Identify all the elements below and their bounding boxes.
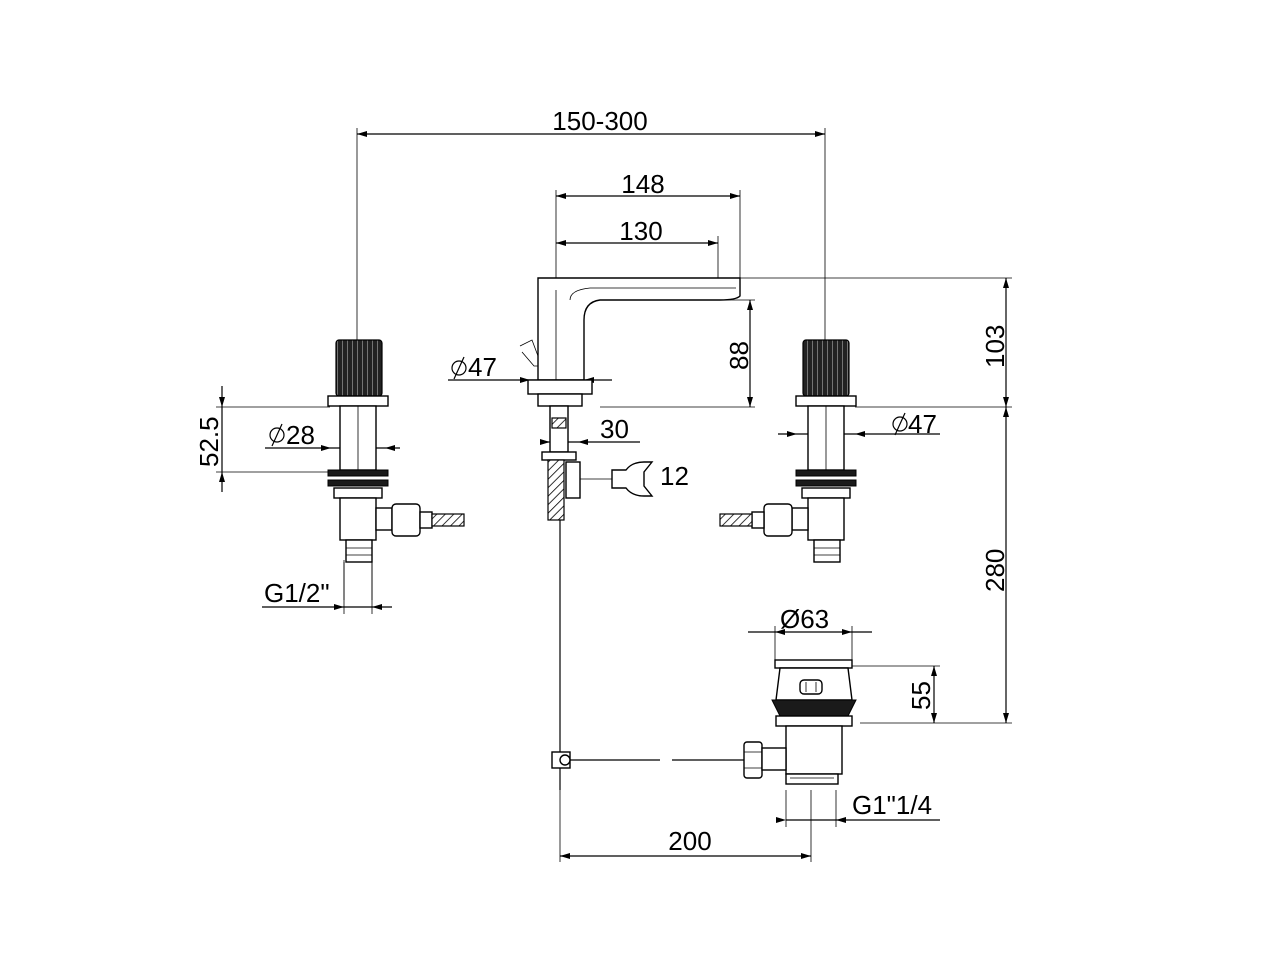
- label-spout-reach: 148: [621, 169, 664, 199]
- wrench-icon: [611, 461, 654, 497]
- label-waste-height: 55: [906, 681, 936, 710]
- label-shank-thread: G1/2": [264, 578, 330, 608]
- dimension-labels: 150-300 148 130 88 103 47 28 52.5 47 G1/…: [194, 106, 1010, 856]
- label-spread: 150-300: [552, 106, 647, 136]
- label-waste-diameter: Ø63: [780, 604, 829, 634]
- label-spout-reach-inner: 130: [619, 216, 662, 246]
- label-left-height: 52.5: [194, 416, 224, 467]
- label-wrench-size: 12: [660, 461, 689, 491]
- label-installation-depth: 280: [980, 549, 1010, 592]
- right-valve: [719, 339, 857, 563]
- label-spout-diameter: 47: [468, 352, 497, 382]
- label-waste-thread: G1"1/4: [852, 790, 932, 820]
- dimension-arrows: [219, 131, 1009, 859]
- label-right-diameter: 47: [908, 409, 937, 439]
- diameter-symbol: [269, 356, 908, 447]
- left-valve: [327, 339, 465, 600]
- spout-body: [519, 277, 748, 790]
- label-mounting-depth: 30: [600, 414, 629, 444]
- label-rod-distance: 200: [668, 826, 711, 856]
- waste-assembly: [743, 659, 857, 785]
- label-body-height: 103: [980, 325, 1010, 368]
- dimension-lines: [216, 128, 1012, 862]
- label-left-diameter: 28: [286, 420, 315, 450]
- label-spout-height: 88: [724, 341, 754, 370]
